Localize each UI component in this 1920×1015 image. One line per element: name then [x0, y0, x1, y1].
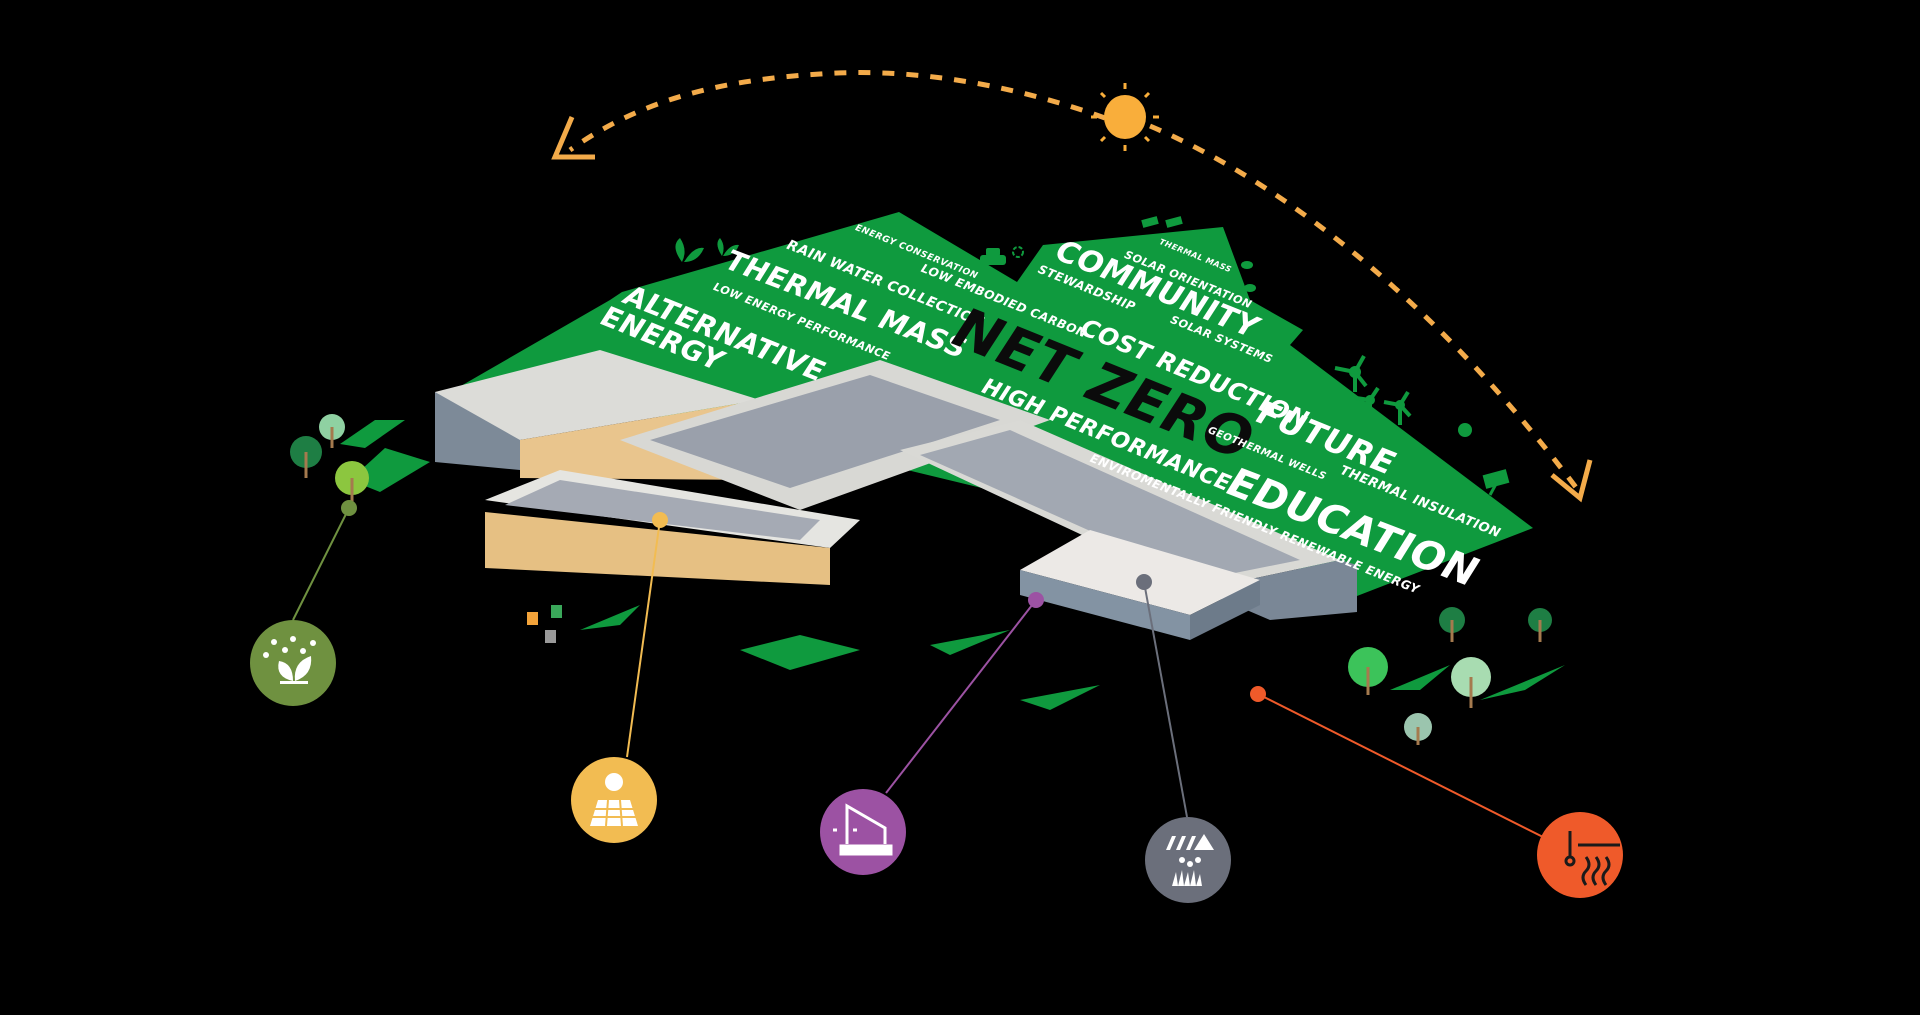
solar-panel-roof-icon: [1141, 216, 1183, 228]
sun-path-arc-right: [1149, 123, 1580, 492]
building-right-panels: [920, 430, 1300, 580]
sun-path: [551, 70, 1593, 503]
roof-rain-grass-icon: [1166, 834, 1214, 886]
callout-line-rainwater: [292, 507, 350, 621]
callout-dot-ventilation: [1028, 592, 1044, 608]
leaf-sprout-icon: [675, 238, 739, 262]
callout-line-geothermal: [1257, 693, 1546, 839]
sun-path-arc-left: [568, 70, 1106, 153]
callout-natural-ventilation[interactable]: [820, 789, 906, 875]
building-lower-panels: [505, 480, 820, 540]
small-sun-icon: [1458, 423, 1472, 437]
ventilation-window-icon: [833, 803, 893, 856]
wind-turbine-icon: [1334, 355, 1412, 425]
building-annex-wall: [1020, 570, 1190, 640]
callout-rainwater-planting[interactable]: [250, 620, 336, 706]
callout-geothermal[interactable]: [1537, 812, 1623, 898]
arrowhead-right-icon: [1550, 459, 1593, 503]
callout-stormwater-green-roof[interactable]: [1145, 817, 1231, 903]
callout-dot-geothermal: [1250, 686, 1266, 702]
callout-line-ventilation: [885, 599, 1037, 794]
sun-icon: [1091, 83, 1159, 151]
leaf-right-icon: [1241, 261, 1256, 292]
people-shadows: [580, 605, 1100, 710]
callout-line-stormwater: [1143, 581, 1188, 818]
building-annex-roof: [1020, 530, 1260, 615]
building-lower-facade: [485, 512, 830, 585]
callout-line-solar: [626, 519, 661, 758]
recycle-icon: [1012, 246, 1024, 258]
trees-left: [290, 414, 430, 505]
arrowhead-left-icon: [551, 116, 595, 160]
callout-dot-stormwater: [1136, 574, 1152, 590]
recycle-bins: [527, 605, 562, 643]
building-center-panels: [650, 375, 1000, 488]
school-building: [435, 350, 1357, 640]
trees-right: [1348, 607, 1565, 745]
solar-panel-ground-icon: [1482, 469, 1510, 496]
callout-solar-panels[interactable]: [571, 757, 657, 843]
callout-dot-rainwater: [341, 500, 357, 516]
building-left-wing-roof: [435, 350, 760, 440]
rain-plant-icon: [263, 636, 316, 684]
building-annex-end: [1190, 580, 1260, 640]
callout-dot-solar: [652, 512, 668, 528]
car-icon: [980, 248, 1006, 265]
geothermal-thermometer-icon: [1564, 831, 1620, 886]
solar-panel-icon: [590, 773, 638, 826]
